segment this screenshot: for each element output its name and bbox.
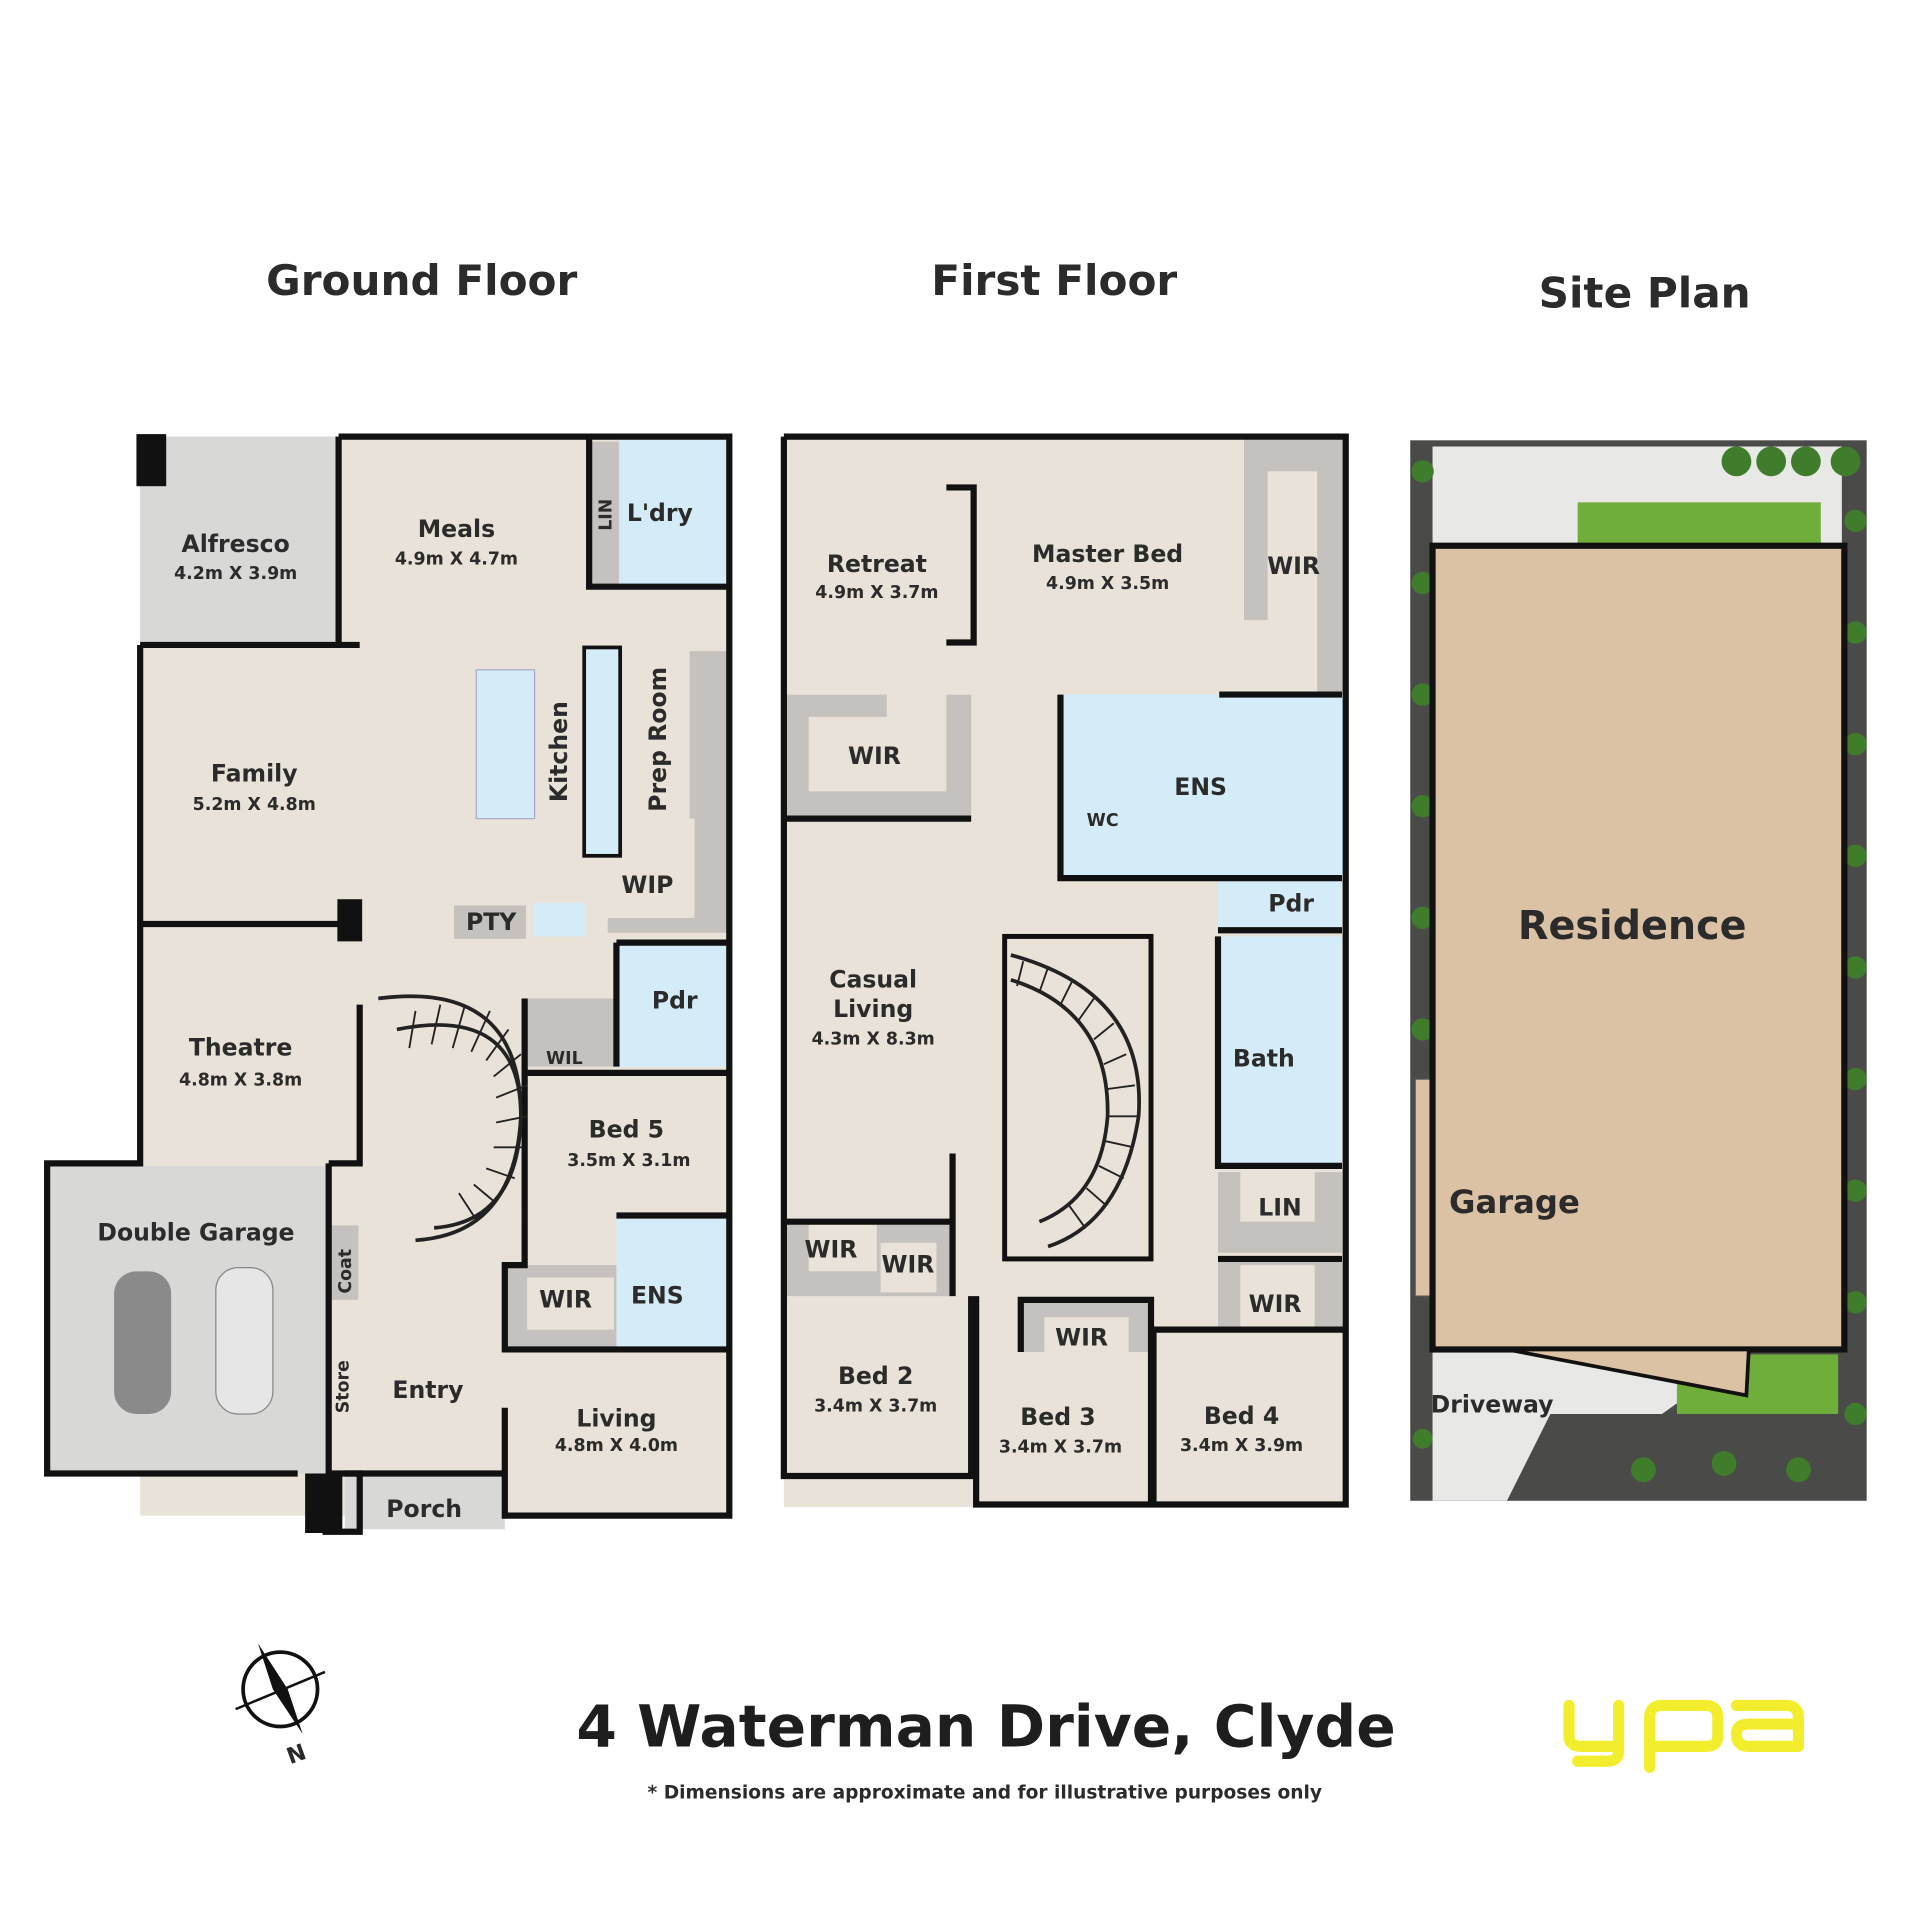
room-label: WIP xyxy=(621,871,673,899)
porch-area xyxy=(344,1473,505,1530)
car-icon xyxy=(114,1271,172,1414)
ypa-logo xyxy=(1563,1699,1805,1774)
site-label-residence: Residence xyxy=(1518,903,1747,949)
north-compass-icon: N xyxy=(235,1643,326,1770)
room-dimension: 4.3m X 8.3m xyxy=(812,1029,935,1049)
room-label: Coat xyxy=(336,1249,356,1294)
room-dimension: 4.9m X 4.7m xyxy=(395,549,518,569)
room-label: Pdr xyxy=(1268,890,1314,918)
site-plan: Residence Garage Driveway xyxy=(1410,440,1867,1501)
room-dimension: 4.9m X 3.7m xyxy=(815,583,938,603)
site-label-garage: Garage xyxy=(1449,1183,1580,1221)
ground-stairs xyxy=(378,994,528,1243)
room-dimension: 4.9m X 3.5m xyxy=(1046,574,1169,594)
room-label: Casual xyxy=(829,965,917,993)
laundry-area xyxy=(620,436,730,587)
first-floor-plan: Retreat 4.9m X 3.7m Master Bed 4.9m X 3.… xyxy=(780,433,1349,1508)
room-dimension: 4.2m X 3.9m xyxy=(174,564,297,584)
room-label: Porch xyxy=(386,1495,462,1523)
room-label: Meals xyxy=(418,515,495,543)
room-label: WIR xyxy=(539,1285,592,1313)
room-label: L'dry xyxy=(627,499,693,527)
room-label: Bed 3 xyxy=(1020,1403,1095,1431)
heading-ground-floor: Ground Floor xyxy=(266,256,577,305)
room-label: PTY xyxy=(466,908,517,936)
room-label: Bed 5 xyxy=(589,1115,664,1143)
alfresco-area xyxy=(140,436,339,645)
room-label: WIR xyxy=(1055,1324,1108,1352)
room-label: Retreat xyxy=(827,550,927,578)
room-label: WIR xyxy=(1249,1290,1302,1318)
residence-footprint xyxy=(1429,542,1848,1353)
heading-first-floor: First Floor xyxy=(931,256,1177,305)
room-label: Alfresco xyxy=(182,530,290,558)
room-label: Entry xyxy=(392,1376,463,1404)
room-dimension: 3.4m X 3.9m xyxy=(1180,1436,1303,1456)
room-label: WIR xyxy=(881,1251,934,1279)
room-dimension: 3.4m X 3.7m xyxy=(814,1396,937,1416)
room-label: WIR xyxy=(1267,552,1320,580)
room-label: ENS xyxy=(631,1282,684,1310)
site-label-driveway: Driveway xyxy=(1431,1391,1554,1419)
room-label: Living xyxy=(576,1404,656,1432)
compass-north-label: N xyxy=(283,1739,309,1770)
disclaimer: * Dimensions are approximate and for ill… xyxy=(648,1782,1323,1803)
room-label: Double Garage xyxy=(97,1218,294,1246)
room-label: Store xyxy=(334,1360,354,1413)
pdr-area xyxy=(616,942,730,1067)
room-dimension: 5.2m X 4.8m xyxy=(193,795,316,815)
room-label: Prep Room xyxy=(644,667,672,812)
room-label: Pdr xyxy=(652,986,698,1014)
room-dimension: 3.5m X 3.1m xyxy=(567,1151,690,1171)
room-dimension: 3.4m X 3.7m xyxy=(999,1437,1122,1457)
room-label: LIN xyxy=(1258,1194,1301,1222)
room-label: ENS xyxy=(1174,773,1227,801)
garage-area xyxy=(47,1165,329,1474)
room-label: WIL xyxy=(546,1049,583,1069)
property-address: 4 Waterman Drive, Clyde xyxy=(576,1692,1395,1760)
room-label: Theatre xyxy=(189,1034,293,1062)
ground-floor-plan: Alfresco 4.2m X 3.9m Meals 4.9m X 4.7m L… xyxy=(44,433,733,1535)
room-label: WIR xyxy=(805,1236,858,1264)
heading-site-plan: Site Plan xyxy=(1539,269,1751,318)
room-label: Bath xyxy=(1233,1045,1295,1073)
room-dimension: 4.8m X 3.8m xyxy=(179,1070,302,1090)
room-label: LIN xyxy=(596,499,616,531)
room-label: Bed 4 xyxy=(1204,1402,1279,1430)
room-label: Bed 2 xyxy=(838,1362,913,1390)
room-label: Family xyxy=(211,759,298,787)
room-label: Kitchen xyxy=(545,701,573,802)
room-dimension: 4.8m X 4.0m xyxy=(555,1436,678,1456)
room-label: WIR xyxy=(848,742,901,770)
room-label: Master Bed xyxy=(1032,540,1183,568)
room-label: WC xyxy=(1087,811,1119,831)
car-icon xyxy=(215,1266,274,1415)
first-floor-stairs xyxy=(1010,953,1141,1249)
room-label: Living xyxy=(833,995,913,1023)
